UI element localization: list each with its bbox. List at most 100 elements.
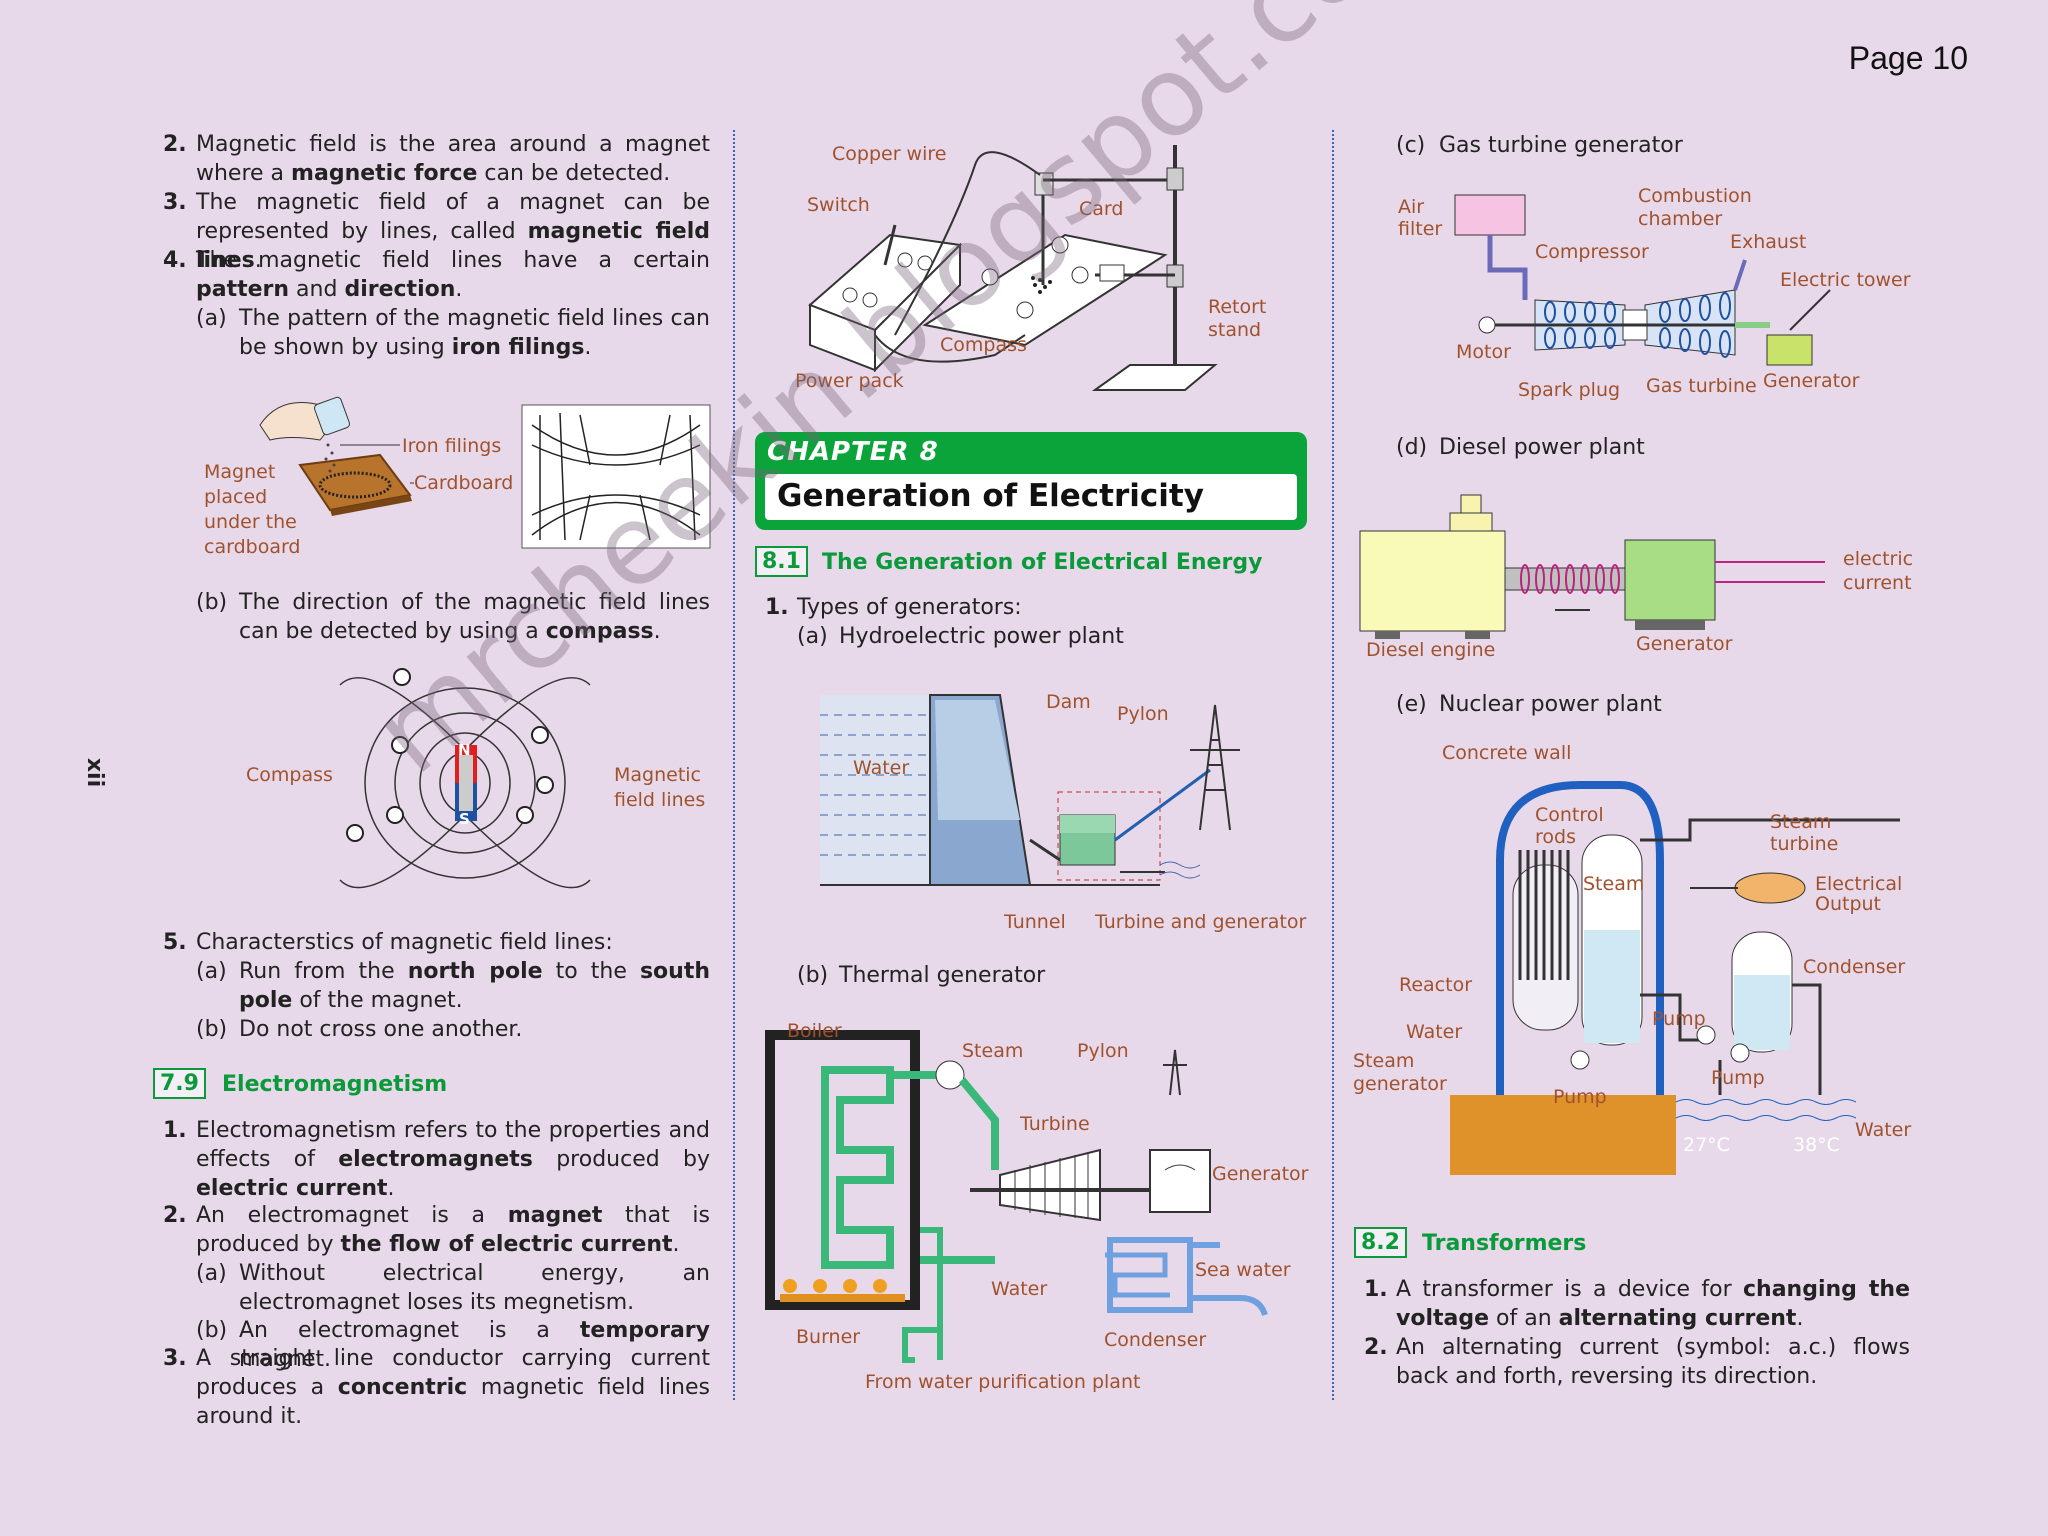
item-number: 3.	[163, 190, 187, 215]
label-diesel-engine: Diesel engine	[1366, 639, 1496, 661]
item-number: 1.	[163, 1118, 187, 1143]
label-steam-nuclear: Steam	[1583, 873, 1645, 895]
section-title-generation: The Generation of Electrical Energy	[822, 550, 1263, 575]
label-power-pack: Power pack	[795, 370, 904, 392]
label-generator-gas: Generator	[1763, 370, 1860, 392]
sub-item-number: (b)	[196, 1017, 228, 1042]
label-electric-current: electric current	[1843, 548, 1914, 594]
section-number-8-1: 8.1	[755, 546, 808, 577]
label-temp-38: 38°C	[1793, 1134, 1840, 1156]
text-item: Hydroelectric power plant	[839, 624, 1124, 649]
sub-item-number: (a)	[196, 306, 227, 331]
label-combustion-chamber: Combustion chamber	[1638, 185, 1752, 230]
label-copper-wire: Copper wire	[832, 143, 947, 165]
label-water-thermal: Water	[991, 1278, 1048, 1300]
label-turbine-generator: Turbine and generator	[1095, 911, 1307, 933]
label-concrete-wall: Concrete wall	[1442, 742, 1572, 764]
label-water-hydro: Water	[853, 757, 910, 779]
text-item: Diesel power plant	[1439, 435, 1645, 460]
item-number: 1.	[765, 595, 789, 620]
text-item: Run from the north pole to the south pol…	[239, 959, 711, 1013]
text-item: Nuclear power plant	[1439, 692, 1662, 717]
text-item: The magnetic field of a magnet can be re…	[196, 190, 710, 273]
section-number-7-9: 7.9	[153, 1068, 206, 1099]
label-turbine: Turbine	[1020, 1113, 1090, 1135]
label-switch: Switch	[807, 194, 870, 216]
label-steam-generator: Steam generator	[1353, 1050, 1447, 1095]
text-item: Magnetic field is the area around a magn…	[196, 132, 710, 186]
item-number: 1.	[1364, 1277, 1388, 1302]
label-boiler: Boiler	[787, 1020, 842, 1042]
compass-card-apparatus-figure	[808, 145, 1218, 391]
label-iron-filings: Iron filings	[402, 435, 502, 457]
magnet-north-pole: N	[458, 741, 471, 759]
label-pylon-thermal: Pylon	[1077, 1040, 1129, 1062]
item-number: 2.	[163, 1203, 187, 1228]
hydroelectric-plant-figure	[820, 694, 1240, 886]
sub-item-number: (a)	[797, 624, 828, 649]
text-item: The magnetic field lines have a certain …	[196, 248, 710, 302]
diesel-plant-figure	[1359, 494, 1825, 639]
item-number: 3.	[163, 1346, 187, 1371]
text-item: Types of generators:	[797, 595, 1022, 620]
text-item: A straight line conductor carrying curre…	[196, 1346, 710, 1429]
label-water-outlet: Water	[1855, 1119, 1912, 1141]
gas-turbine-figure	[1454, 194, 1831, 366]
label-card: Card	[1079, 198, 1124, 220]
text-item: An electromagnet is a magnet that is pro…	[196, 1203, 710, 1257]
label-compressor: Compressor	[1535, 241, 1649, 263]
item-number: 2.	[1364, 1335, 1388, 1360]
sub-item-number: (e)	[1396, 692, 1427, 717]
label-dam: Dam	[1046, 691, 1091, 713]
item-number: 4.	[163, 248, 187, 273]
label-gas-turbine: Gas turbine	[1646, 375, 1757, 397]
side-page-label: xii	[82, 757, 108, 788]
label-control-rods: Control rods	[1535, 804, 1604, 848]
item-number: 2.	[163, 132, 187, 157]
text-item: An electromagnet is a temporary magnet.	[239, 1318, 710, 1372]
label-steam-thermal: Steam	[962, 1040, 1024, 1062]
label-exhaust: Exhaust	[1730, 231, 1807, 253]
chapter-title-box	[765, 474, 1297, 520]
section-title-transformers: Transformers	[1422, 1231, 1587, 1256]
label-burner: Burner	[796, 1326, 861, 1348]
text-item: Without electrical energy, an electromag…	[239, 1261, 710, 1315]
label-pump-3: Pump	[1553, 1086, 1607, 1108]
label-water-nuclear: Water	[1406, 1021, 1463, 1043]
label-compass-card: Compass	[940, 334, 1027, 356]
label-compass: Compass	[246, 764, 333, 786]
label-generator-thermal: Generator	[1212, 1163, 1309, 1185]
label-steam-turbine: Steam turbine	[1770, 811, 1839, 855]
label-condenser-nuclear: Condenser	[1803, 956, 1906, 978]
label-pump-2: Pump	[1711, 1067, 1765, 1089]
text-item: Characterstics of magnetic field lines:	[196, 930, 613, 955]
text-item: Thermal generator	[839, 963, 1046, 988]
text-item: An alternating current (symbol: a.c.) fl…	[1396, 1335, 1910, 1389]
column-divider-2	[1332, 130, 1334, 1400]
label-pylon-hydro: Pylon	[1117, 703, 1169, 725]
label-retort-stand: Retort stand	[1208, 296, 1267, 341]
text-item: The pattern of the magnetic field lines …	[239, 306, 710, 360]
section-number-8-2: 8.2	[1354, 1227, 1407, 1258]
compass-field-figure	[339, 668, 591, 889]
label-magnet-placed: Magnet placed under the cardboard	[204, 461, 301, 558]
label-electric-tower: Electric tower	[1780, 269, 1911, 291]
label-from-purification-plant: From water purification plant	[865, 1371, 1141, 1393]
chapter-label: CHAPTER 8	[767, 437, 939, 467]
label-condenser-thermal: Condenser	[1104, 1329, 1207, 1351]
column-divider-1	[733, 130, 735, 1400]
label-reactor: Reactor	[1399, 974, 1473, 996]
label-motor: Motor	[1456, 341, 1511, 363]
sub-item-number: (a)	[196, 959, 227, 984]
section-title-electromagnetism: Electromagnetism	[222, 1072, 448, 1097]
label-air-filter: Air filter	[1398, 196, 1443, 240]
label-temp-27: 27°C	[1683, 1134, 1730, 1156]
sub-item-number: (b)	[196, 590, 228, 615]
sub-item-number: (b)	[797, 963, 829, 988]
thermal-generator-figure	[765, 1030, 1268, 1363]
text-item: A transformer is a device for changing t…	[1396, 1277, 1910, 1331]
sub-item-number: (a)	[196, 1261, 227, 1286]
label-magnetic-field-lines: Magnetic field lines	[614, 764, 706, 811]
label-sea-water: Sea water	[1195, 1259, 1291, 1281]
label-generator-diesel: Generator	[1636, 633, 1733, 655]
